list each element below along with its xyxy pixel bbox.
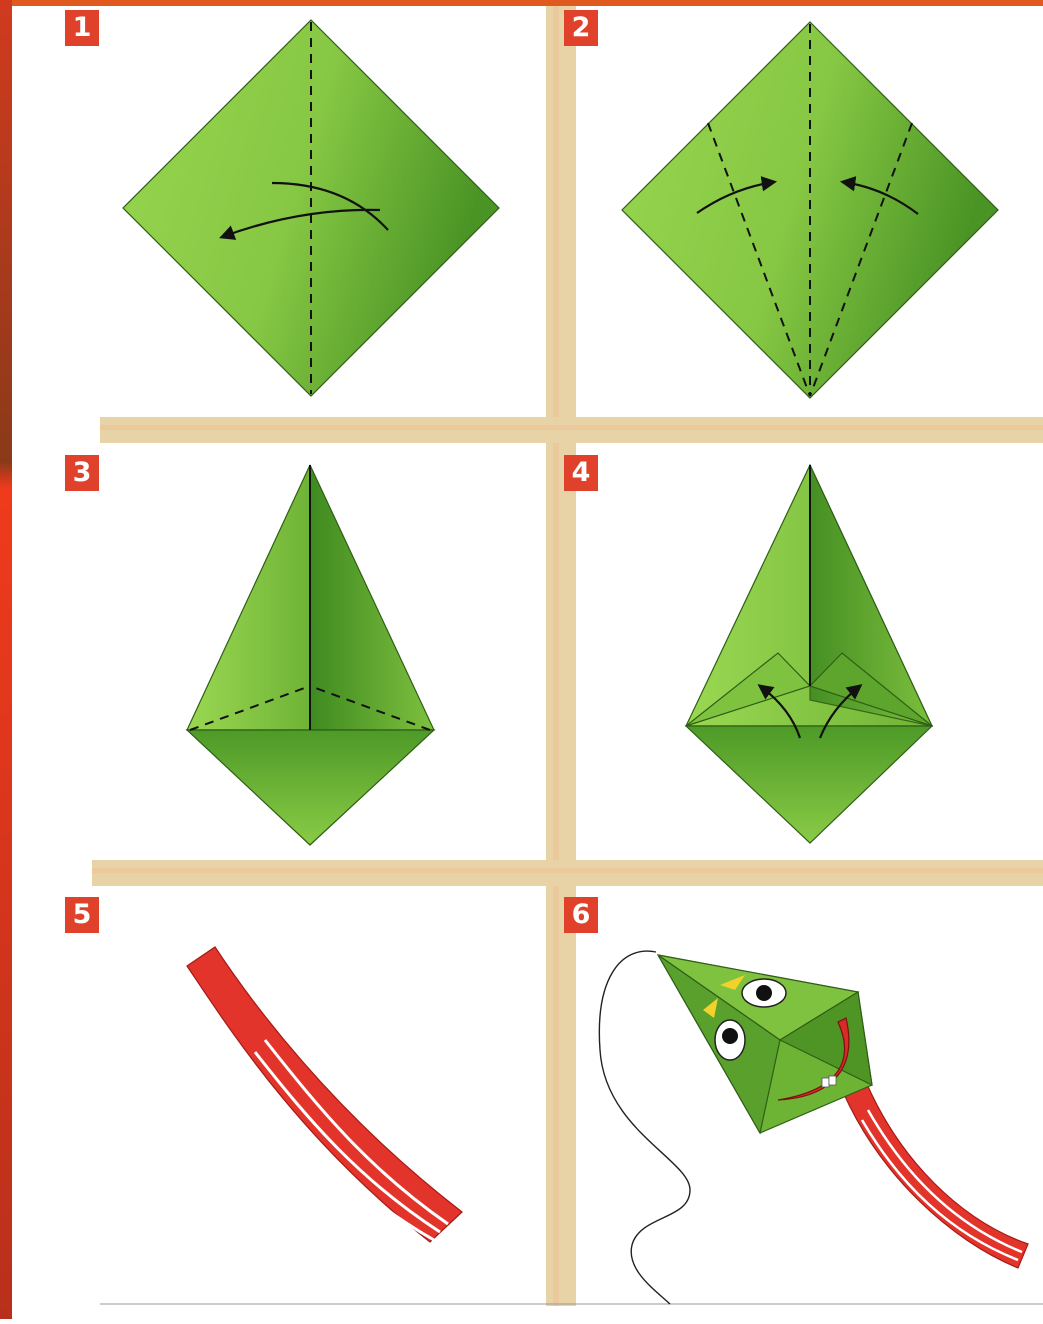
step-1-badge: 1: [65, 10, 99, 46]
step-3-badge: 3: [65, 455, 99, 491]
step-6-badge: 6: [564, 897, 598, 933]
step-2-badge: 2: [564, 10, 598, 46]
page-edge-strip: [0, 0, 12, 1319]
step-5-badge: 5: [65, 897, 99, 933]
step-4-badge: 4: [564, 455, 598, 491]
